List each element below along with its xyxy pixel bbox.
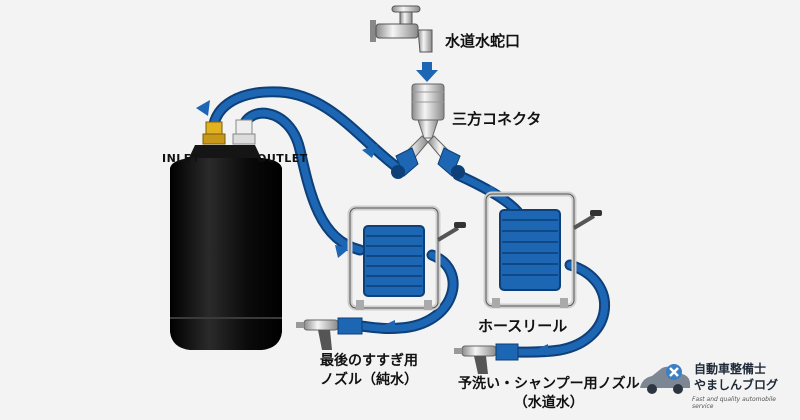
- arrow-down-faucet: [416, 62, 438, 82]
- arrow-left-nozzle: [382, 320, 395, 332]
- prewash-nozzle-label: 予洗い・シャンプー用ノズル （水道水）: [458, 375, 640, 413]
- arrow-right-nozzle: [535, 344, 548, 356]
- inlet-label: INLET: [162, 152, 200, 165]
- arrow-tank-inlet: [196, 100, 210, 116]
- hose-reel-label: ホースリール: [478, 317, 568, 335]
- logo-tagline: Fast and quality automobile service: [692, 396, 776, 410]
- hose-reel-left-icon: [347, 205, 466, 311]
- final-rinse-nozzle-line-1: 最後のすすぎ用: [320, 353, 418, 369]
- arrow-left-hose: [362, 144, 378, 158]
- pure-water-tank-icon: [170, 119, 282, 350]
- car-wrench-icon: [640, 364, 690, 394]
- final-rinse-nozzle-line-2: ノズル（純水）: [320, 372, 418, 388]
- final-rinse-nozzle-label: 最後のすすぎ用 ノズル（純水）: [320, 352, 418, 390]
- arrow-to-reel: [335, 245, 350, 258]
- logo-name: やましんブログ: [694, 378, 779, 392]
- prewash-nozzle-line-2: （水道水）: [513, 395, 584, 411]
- prewash-nozzle-line-1: 予洗い・シャンプー用ノズル: [458, 376, 640, 392]
- connector-label: 三方コネクタ: [452, 110, 542, 128]
- outlet-label: OUTLET: [257, 152, 308, 165]
- hose-reel-right-icon: [483, 191, 602, 309]
- faucet-label: 水道水蛇口: [445, 32, 521, 50]
- logo-title: 自動車整備士: [694, 362, 767, 376]
- prewash-nozzle-icon: [454, 343, 519, 374]
- final-rinse-nozzle-icon: [296, 317, 363, 350]
- flow-arrows: [196, 62, 548, 356]
- blog-logo: 自動車整備士 やましんブログ Fast and quality automobi…: [636, 358, 796, 414]
- three-way-connector-icon: [391, 83, 465, 179]
- faucet-icon: [370, 5, 433, 53]
